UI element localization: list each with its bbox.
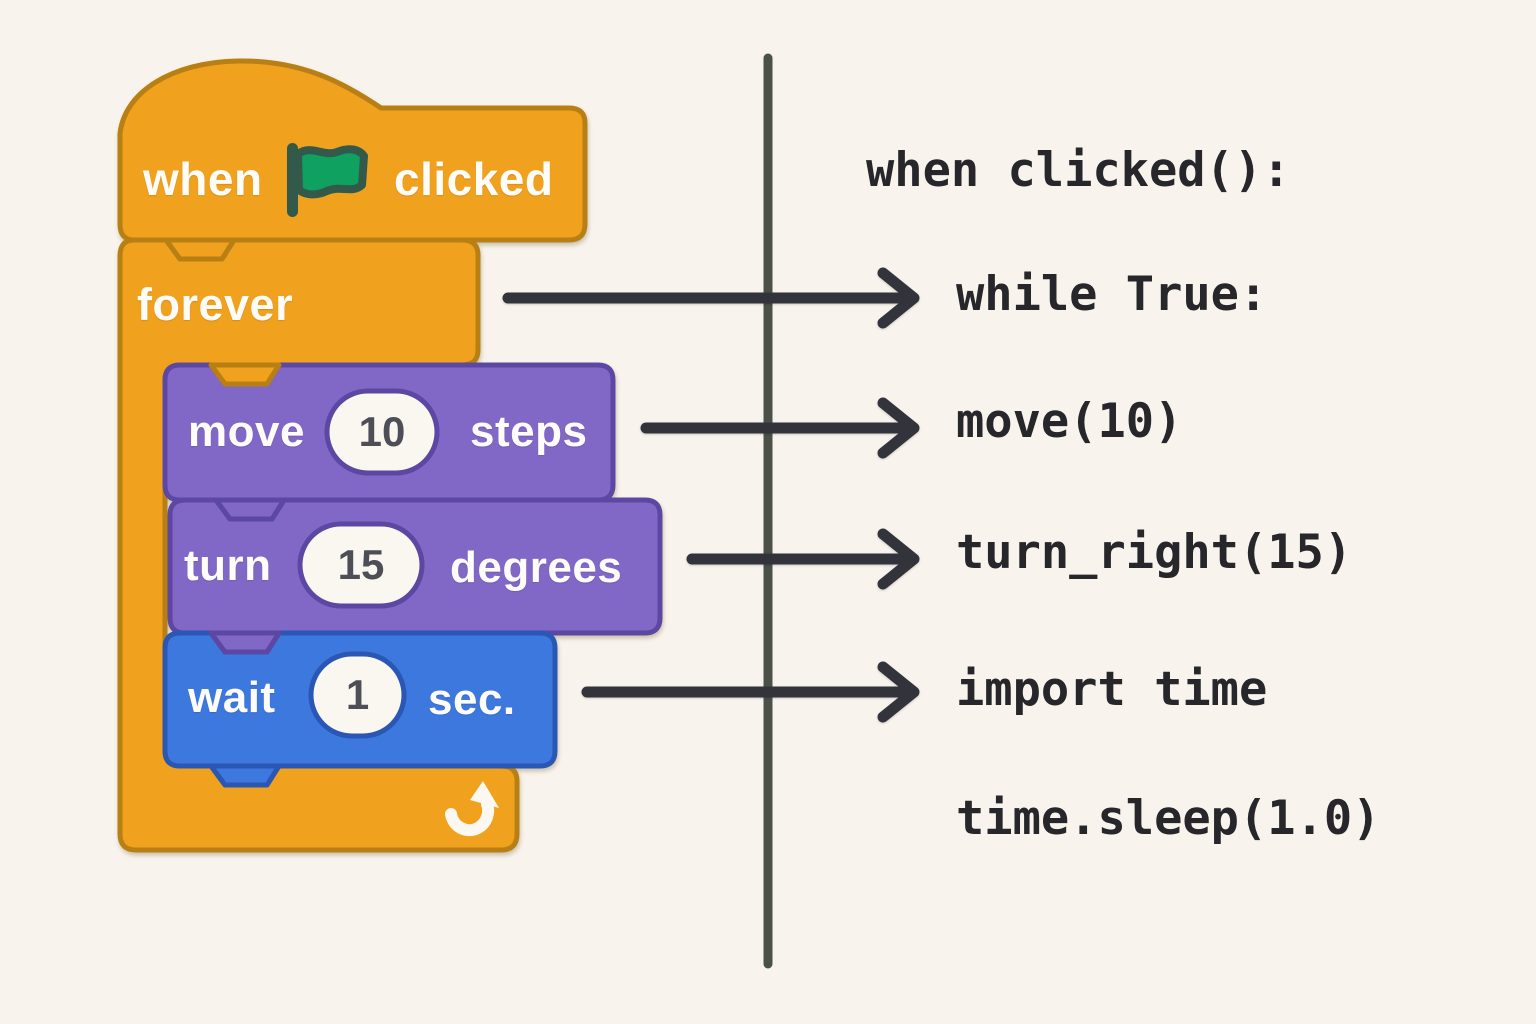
wait-unit-label: sec.	[428, 675, 516, 724]
code-line-move: move(10)	[956, 394, 1183, 449]
green-flag-icon	[287, 143, 368, 217]
turn-connector-tab	[208, 630, 282, 655]
move-value: 10	[358, 408, 406, 455]
turn-value: 15	[337, 541, 385, 588]
hat-connector-tab	[163, 237, 237, 262]
arrow-move-to-move	[640, 397, 920, 459]
move-unit-label: steps	[470, 407, 588, 456]
forever-label: forever	[137, 279, 294, 330]
wait-value-bubble	[308, 651, 407, 739]
hat-label-clicked: clicked	[394, 153, 554, 205]
arrow-turn-to-turnright	[686, 528, 920, 590]
loop-arrow-icon	[445, 781, 499, 837]
arrow-wait-to-import	[581, 661, 920, 723]
move-label: move	[188, 407, 305, 456]
move-value-bubble	[324, 388, 440, 476]
code-line-time-sleep: time.sleep(1.0)	[956, 791, 1381, 846]
wait-label: wait	[188, 673, 276, 722]
hat-label-when: when	[143, 153, 263, 205]
code-line-when-clicked: when clicked():	[866, 143, 1291, 198]
code-line-import-time: import time	[956, 662, 1268, 717]
turn-label: turn	[184, 541, 272, 590]
forever-inner-connector-tab	[208, 362, 282, 387]
wait-value: 1	[345, 671, 370, 718]
code-line-while-true: while True:	[956, 267, 1268, 322]
turn-value-bubble	[297, 521, 425, 609]
turn-unit-label: degrees	[450, 543, 623, 592]
arrow-forever-to-while	[502, 267, 920, 329]
code-line-turn-right: turn_right(15)	[956, 525, 1353, 580]
wait-connector-tab	[208, 763, 282, 788]
move-connector-tab	[213, 497, 287, 522]
